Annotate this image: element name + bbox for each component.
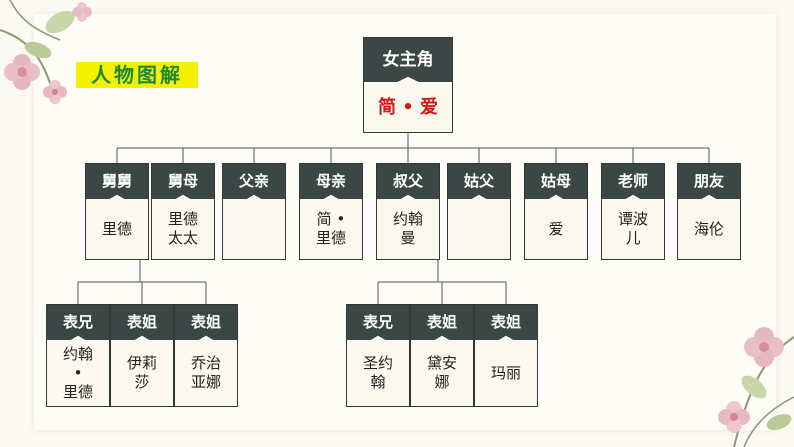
node-role: 姑父 <box>448 164 510 199</box>
node-name: 黛安 娜 <box>426 354 457 391</box>
node-uncle-john: 叔父 约翰 曼 <box>376 163 440 260</box>
node-name: 伊莉 莎 <box>126 354 157 391</box>
node-name <box>448 199 510 259</box>
node-friend: 朋友 海伦 <box>677 163 741 260</box>
node-name: 乔治 亚娜 <box>190 354 221 391</box>
flower-decoration-bottom-right <box>718 327 794 447</box>
node-name: 里德 <box>101 219 132 238</box>
node-cousin-st-john: 表兄 圣约 翰 <box>346 304 410 407</box>
node-role: 母亲 <box>300 164 362 199</box>
node-name: 爱 <box>548 219 564 238</box>
node-uncle-reed: 舅舅 里德 <box>85 163 149 260</box>
node-name: 圣约 翰 <box>362 354 393 391</box>
node-name: 约翰 • 里德 <box>62 344 93 401</box>
node-role: 女主角 <box>364 38 452 82</box>
node-cousin-mary: 表姐 玛丽 <box>474 304 538 407</box>
node-cousin-eliza: 表姐 伊莉 莎 <box>110 304 174 407</box>
node-role: 父亲 <box>223 164 285 199</box>
node-mother: 母亲 简 • 里德 <box>299 163 363 260</box>
node-aunt-reed: 舅母 里德 太太 <box>151 163 215 260</box>
node-name: 里德 太太 <box>167 210 198 247</box>
node-role: 舅舅 <box>86 164 148 199</box>
node-role: 表姐 <box>175 305 237 340</box>
node-role: 表兄 <box>347 305 409 340</box>
node-father: 父亲 <box>222 163 286 260</box>
node-aunt-husband: 姑父 <box>447 163 511 260</box>
node-name <box>223 199 285 259</box>
node-role: 表姐 <box>111 305 173 340</box>
node-role: 舅母 <box>152 164 214 199</box>
node-name: 海伦 <box>693 219 724 238</box>
diagram-title: 人物图解 <box>76 62 198 88</box>
node-role: 表姐 <box>411 305 473 340</box>
node-role: 表兄 <box>47 305 109 340</box>
node-role: 表姐 <box>475 305 537 340</box>
node-name: 约翰 曼 <box>392 210 423 247</box>
node-role: 老师 <box>602 164 664 199</box>
node-role: 叔父 <box>377 164 439 199</box>
node-name: 简 • 里德 <box>315 210 346 247</box>
node-protagonist: 女主角 简 • 爱 <box>363 37 453 133</box>
node-role: 朋友 <box>678 164 740 199</box>
node-name: 谭波 儿 <box>617 210 648 247</box>
node-name: 简 • 爱 <box>377 96 439 118</box>
node-cousin-georgiana: 表姐 乔治 亚娜 <box>174 304 238 407</box>
flower-decoration-top-left <box>0 0 92 104</box>
node-paternal-aunt: 姑母 爱 <box>524 163 588 260</box>
node-role: 姑母 <box>525 164 587 199</box>
node-cousin-john-reed: 表兄 约翰 • 里德 <box>46 304 110 407</box>
node-cousin-diana: 表姐 黛安 娜 <box>410 304 474 407</box>
node-teacher: 老师 谭波 儿 <box>601 163 665 260</box>
node-name: 玛丽 <box>490 363 521 382</box>
